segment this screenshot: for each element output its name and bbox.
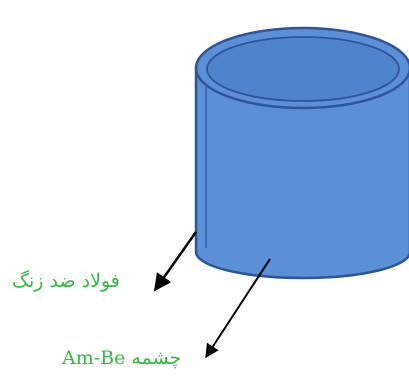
- stainless-steel-label: فولاد ضد زنگ: [12, 270, 120, 292]
- cylinder-top-opening: [206, 36, 400, 102]
- steel-arrow: [153, 231, 198, 292]
- cylinder-body: [194, 66, 409, 280]
- stainless-steel-cylinder: [194, 26, 409, 280]
- source-arrow: [205, 258, 271, 359]
- am-be-source-label: چشمه Am-Be: [62, 347, 182, 369]
